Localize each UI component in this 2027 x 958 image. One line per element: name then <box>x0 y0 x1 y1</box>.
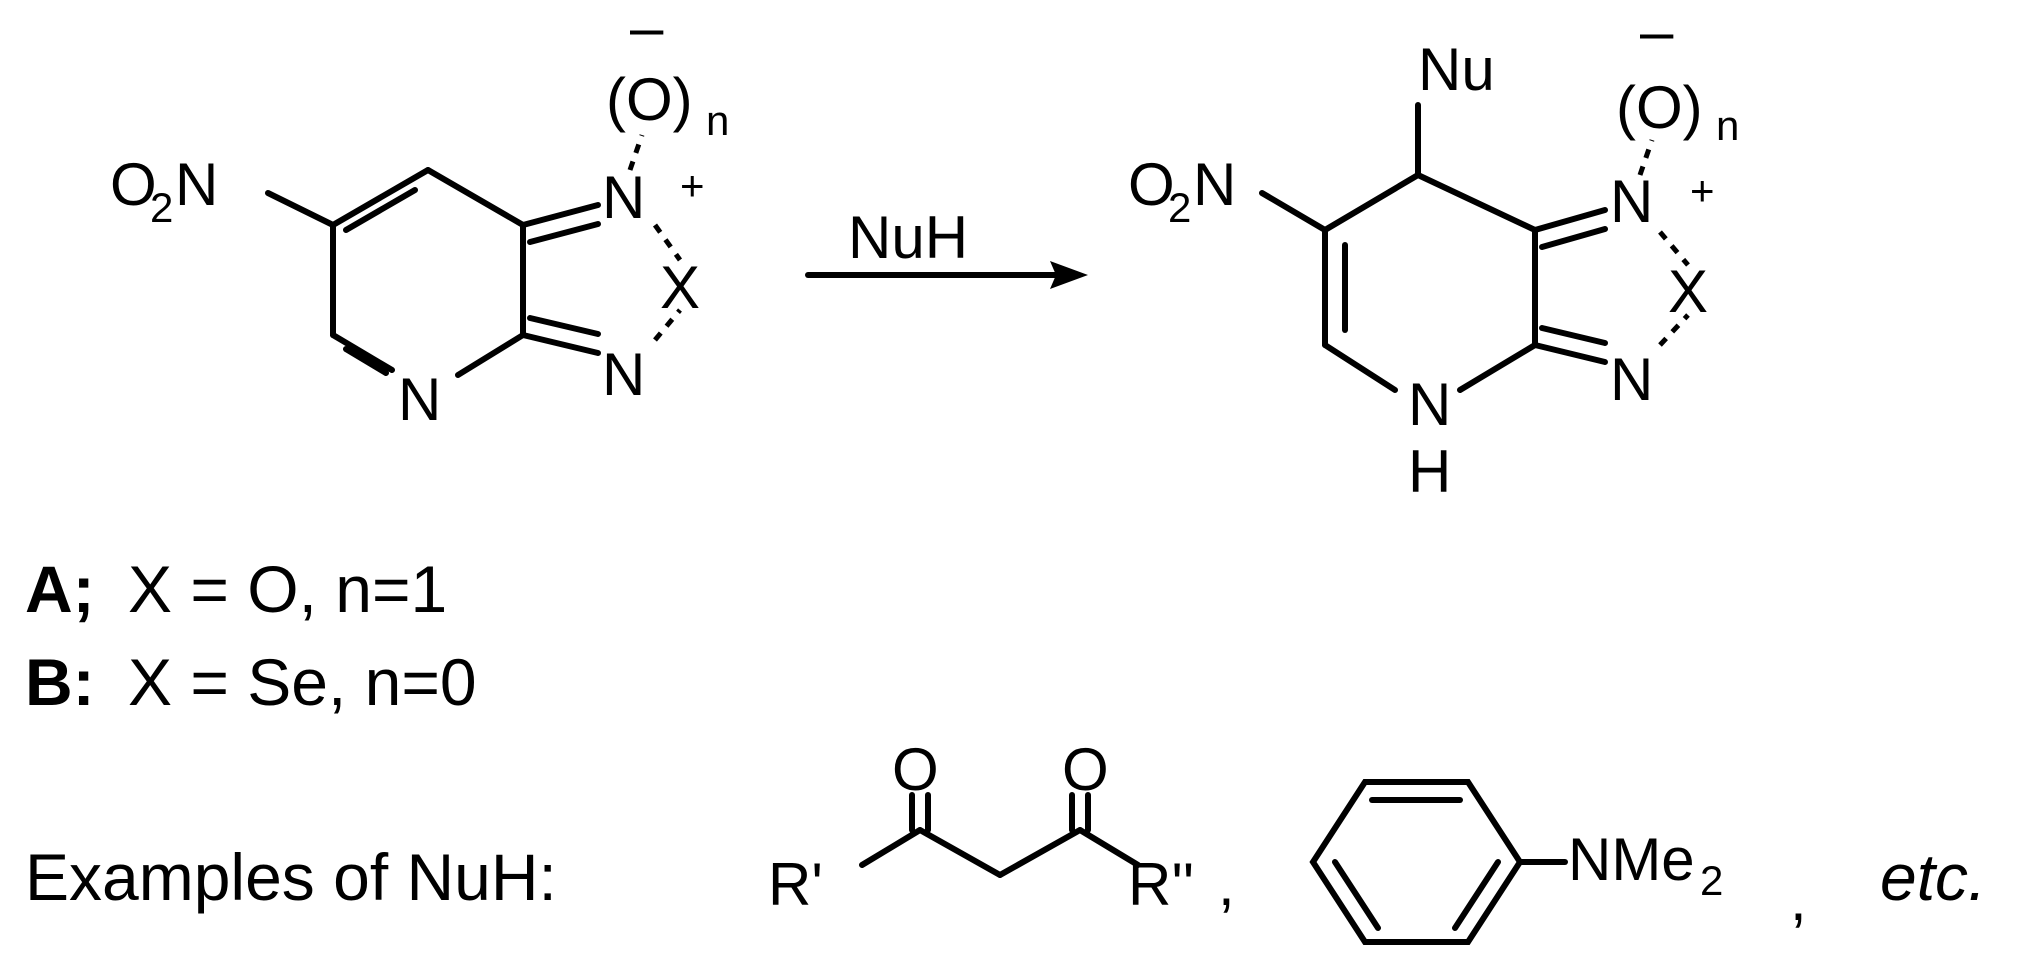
product-plus-charge: + <box>1690 167 1715 214</box>
compound-a-definition: X = O, n=1 <box>128 552 447 626</box>
reactant-oxide-subscript: n <box>706 97 729 144</box>
product-nu: Nu <box>1418 36 1495 103</box>
compound-b-definition: X = Se, n=0 <box>128 645 477 719</box>
reactant-pyridine-n: N <box>398 366 441 433</box>
product-nitro-n: N <box>1193 151 1236 218</box>
reactant-minus-charge: – <box>630 0 664 61</box>
reactant-structure <box>265 134 683 378</box>
aniline-comma: , <box>1790 866 1807 933</box>
diketone-structure <box>859 792 1141 878</box>
product-oxide-subscript: n <box>1716 102 1739 149</box>
product-nh-n: N <box>1408 371 1451 438</box>
product-oxide: (O) <box>1616 74 1703 141</box>
etc-label: etc. <box>1880 840 1986 914</box>
reactant-oxide: (O) <box>606 66 693 133</box>
diketone-r2: R'' <box>1128 851 1194 918</box>
reactant-ring-n-top: N <box>602 164 645 231</box>
reaction-arrow <box>805 261 1088 289</box>
reactant-ring-n-bottom: N <box>602 341 645 408</box>
product-ring-n-bottom: N <box>1610 346 1653 413</box>
arrow-reagent: NuH <box>848 204 968 271</box>
product-minus-charge: – <box>1640 0 1674 65</box>
aniline-subscript: 2 <box>1700 857 1723 904</box>
product-ring-n-top: N <box>1610 168 1653 235</box>
product-nh-h: H <box>1408 438 1451 505</box>
diketone-oxygen-2: O <box>1062 736 1109 803</box>
reactant-ring-x: X <box>660 254 700 321</box>
examples-label: Examples of NuH: <box>25 840 557 914</box>
product-nitro-subscript: 2 <box>1168 184 1191 231</box>
product-nitro-o: O <box>1128 151 1175 218</box>
diketone-comma: , <box>1218 851 1235 918</box>
product-structure <box>1259 102 1690 393</box>
compound-a-label: A; <box>25 552 95 626</box>
diketone-r1: R' <box>768 851 823 918</box>
dimethylaniline-structure <box>1309 779 1568 945</box>
reactant-plus-charge: + <box>680 162 705 209</box>
reactant-nitro-subscript: 2 <box>150 184 173 231</box>
product-ring-x: X <box>1668 258 1708 325</box>
aniline-nme: NMe <box>1568 826 1695 893</box>
reactant-nitro-n: N <box>175 151 218 218</box>
diketone-oxygen-1: O <box>892 736 939 803</box>
compound-b-label: B: <box>25 645 95 719</box>
reactant-nitro-o: O <box>110 151 157 218</box>
